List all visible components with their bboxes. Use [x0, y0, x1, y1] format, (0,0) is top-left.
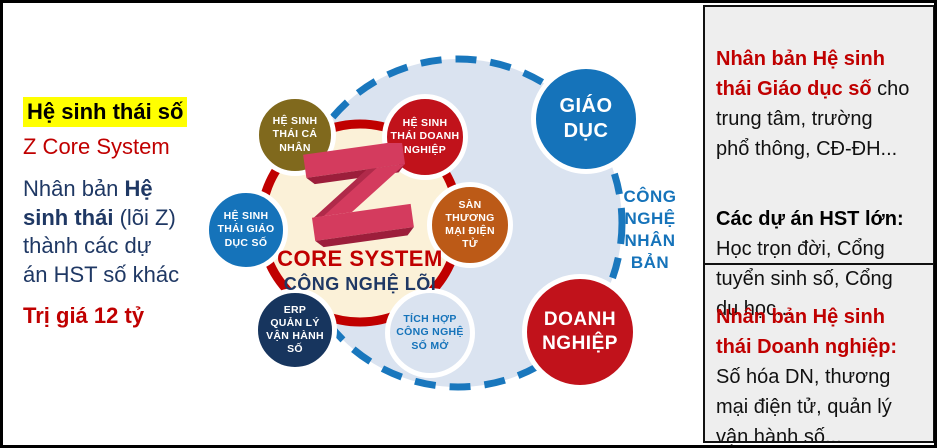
target-label: DOANH NGHIỆP: [542, 309, 618, 354]
panel-block-education-title: Nhân bản Hệ sinh thái Giáo dục số: [716, 48, 885, 100]
description-post: (lõi Z) thành các dự án HST số khác: [23, 204, 180, 287]
panel-block-projects: Các dự án HST lớn: Học trọn đời, Cổng tu…: [716, 204, 922, 324]
satellite-san-thuong-mai-dien-tu: SÀN THƯƠNG MẠI ĐIỆN TỬ: [427, 182, 513, 268]
cong-nghe-loi-label: CÔNG NGHỆ LÕI: [283, 274, 437, 294]
satellite-label: ERP QUẢN LÝ VẬN HÀNH SỐ: [266, 303, 324, 356]
panel-block-business-title: Nhân bản Hệ sinh thái Doanh nghiệp:: [716, 306, 898, 358]
description-bold: Hệ sinh thái: [23, 176, 153, 230]
satellite-label: TÍCH HỢP CÔNG NGHỆ SỐ MỞ: [396, 313, 464, 352]
satellite-label: HỆ SINH THÁI GIÁO DỤC SỐ: [217, 210, 275, 249]
description-pre: Nhân bản: [23, 176, 125, 201]
panel-block-business-body: Số hóa DN, thương mại điện tử, quản lý v…: [716, 366, 892, 448]
right-panel: Nhân bản Hệ sinh thái Giáo dục số cho tr…: [703, 5, 934, 445]
panel-business-cell: Nhân bản Hệ sinh thái Doanh nghiệp: Số h…: [705, 265, 933, 448]
page-title: Hệ sinh thái số: [23, 97, 228, 127]
orbit-label-cong-nghe-nhan-ban: CÔNG NGHỆ NHÂN BẢN: [623, 186, 677, 273]
value-text: Trị giá 12 tỷ: [23, 303, 145, 329]
target-giao-duc: GIÁO DỤC: [531, 64, 641, 174]
page-title-highlight: Hệ sinh thái số: [23, 97, 188, 127]
satellite-he-sinh-thai-doanh-nghiep: HỆ SINH THÁI DOANH NGHIỆP: [382, 94, 468, 180]
satellite-erp-quan-ly-van-hanh-so: ERP QUẢN LÝ VẬN HÀNH SỐ: [253, 288, 337, 372]
panel-block-education-body: cho trung tâm, trường phổ thông, CĐ-ĐH..…: [716, 78, 910, 160]
panel-block-projects-title: Các dự án HST lớn:: [716, 208, 904, 230]
target-label: GIÁO DỤC: [559, 95, 613, 142]
panel-block-education: Nhân bản Hệ sinh thái Giáo dục số cho tr…: [716, 44, 922, 164]
core-hub-caption: CORE SYSTEM CÔNG NGHỆ LÕI: [250, 246, 470, 295]
z-logo-icon: [303, 143, 414, 248]
core-system-label: CORE SYSTEM: [277, 246, 443, 271]
panel-block-business: Nhân bản Hệ sinh thái Doanh nghiệp: Số h…: [716, 302, 922, 448]
left-text-block: Hệ sinh thái số Z Core System Nhân bản H…: [23, 97, 228, 329]
satellite-label: HỆ SINH THÁI CÁ NHÂN: [272, 115, 318, 154]
satellite-label: HỆ SINH THÁI DOANH NGHIỆP: [390, 117, 460, 156]
satellite-he-sinh-thai-giao-duc-so: HỆ SINH THÁI GIÁO DỤC SỐ: [204, 188, 288, 272]
satellite-tich-hop-cong-nghe-so-mo: TÍCH HỢP CÔNG NGHỆ SỐ MỞ: [385, 288, 475, 378]
panel-block-projects-body: Học trọn đời, Cổng tuyển sinh số, Cổng d…: [716, 238, 893, 320]
description-text: Nhân bản Hệ sinh thái (lõi Z) thành các …: [23, 175, 228, 289]
panel-education-cell: Nhân bản Hệ sinh thái Giáo dục số cho tr…: [705, 7, 933, 320]
target-doanh-nghiep: DOANH NGHIỆP: [522, 274, 638, 390]
page-subtitle: Z Core System: [23, 134, 170, 159]
satellite-label: SÀN THƯƠNG MẠI ĐIỆN TỬ: [445, 198, 495, 251]
